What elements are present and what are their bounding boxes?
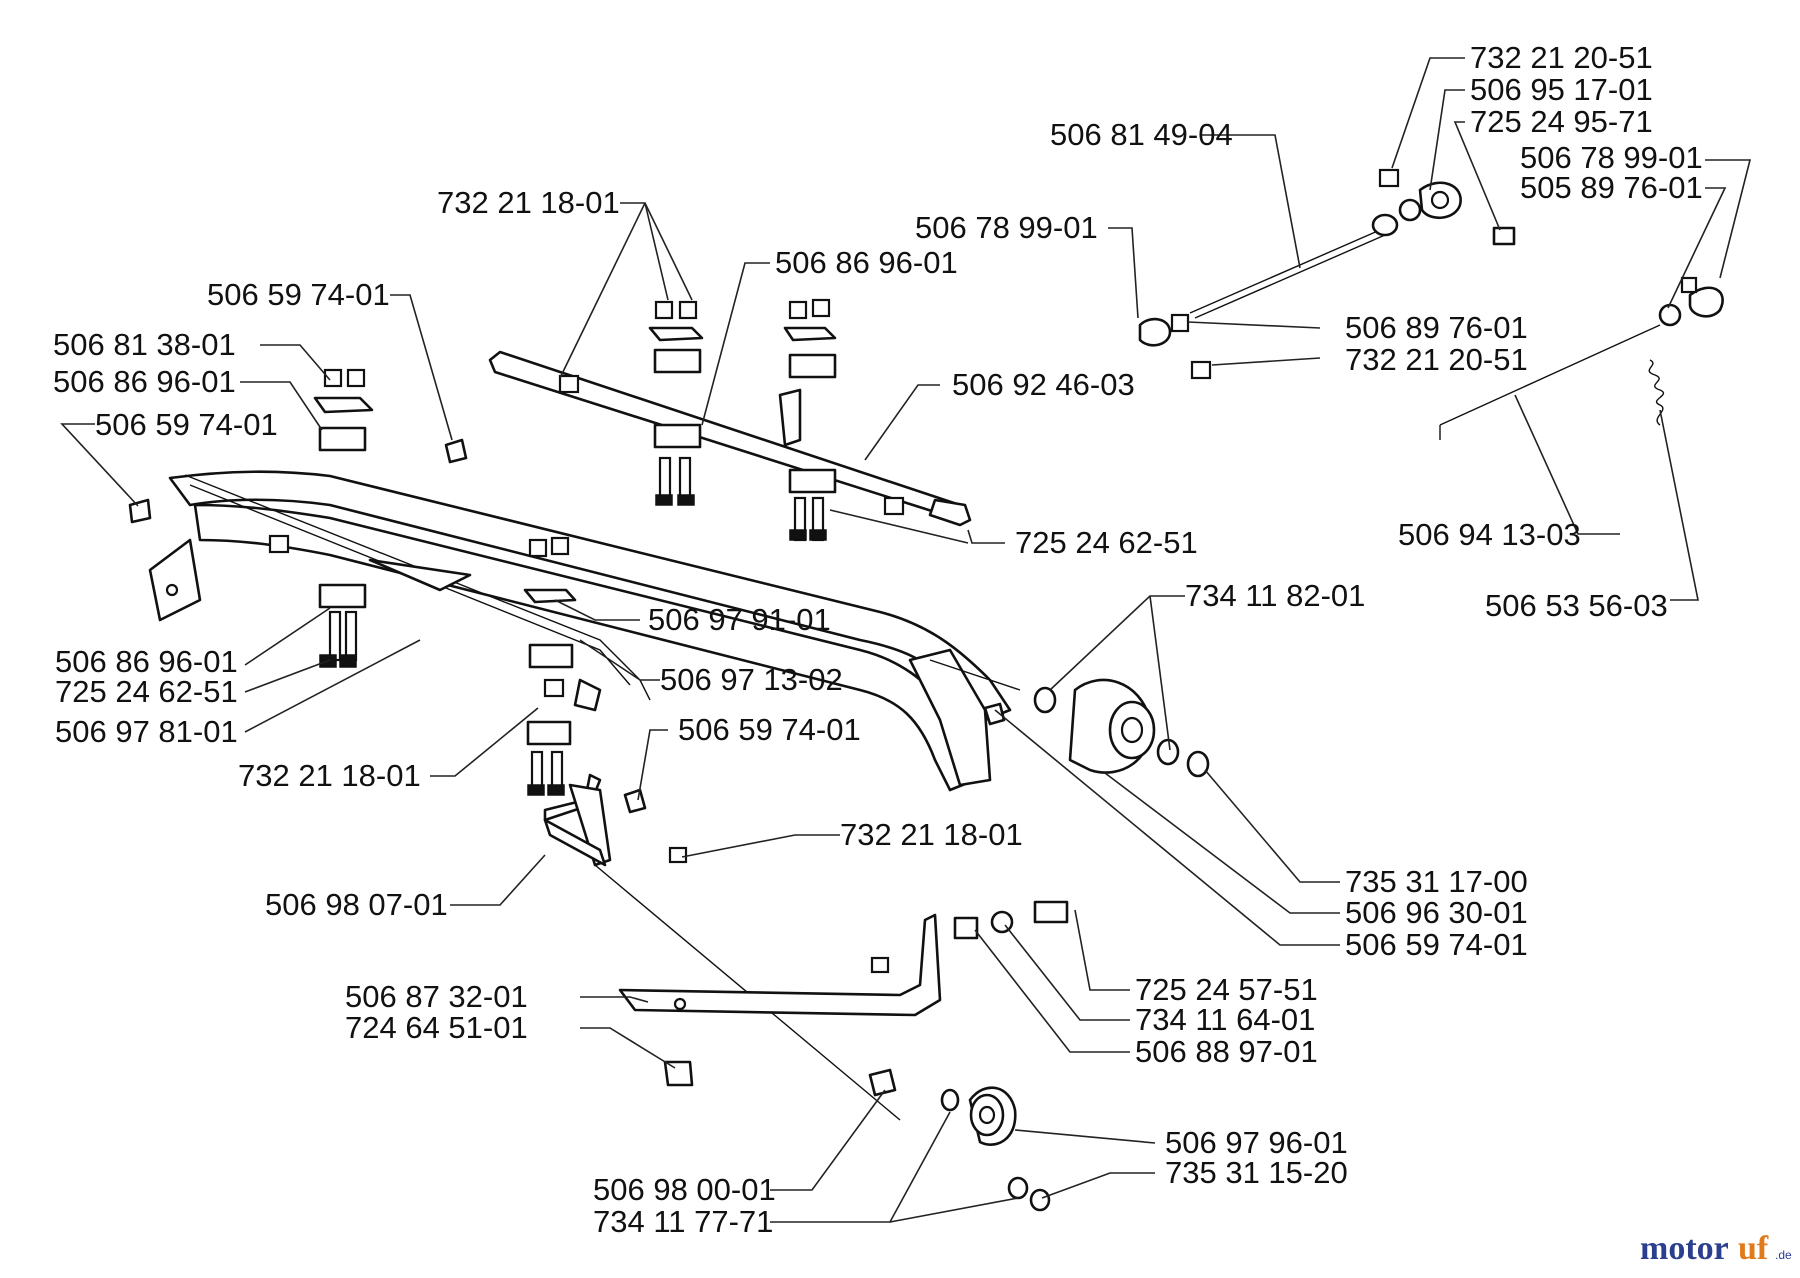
part-label: 506 96 30-01 [1345,895,1528,930]
part-label: 506 97 91-01 [648,602,831,637]
part-label: 506 97 96-01 [1165,1125,1348,1160]
cable-assembly-right [1439,276,1724,440]
fasteners-center-stack [648,300,704,506]
brand-name-a: motor [1640,1230,1729,1267]
part-label: 506 59 74-01 [207,277,390,312]
part-label: 506 98 07-01 [265,887,448,922]
wheel-assembly-bottom [868,1068,1051,1212]
brand-suffix: .de [1775,1248,1792,1262]
brand-name-b: uf [1738,1230,1769,1267]
part-label: 506 53 56-03 [1485,588,1668,623]
brand-logo: motor uf .de [1640,1230,1792,1267]
part-label: 725 24 95-71 [1470,104,1653,139]
part-label: 506 59 74-01 [678,712,861,747]
part-label: 506 59 74-01 [95,407,278,442]
fasteners-right-stack [783,298,837,542]
fasteners-left-stack [313,368,374,668]
part-label: 732 21 20-51 [1470,40,1653,75]
part-labels: 732 21 20-51 506 95 17-01 725 24 95-71 5… [53,40,1703,1239]
part-label: 506 81 38-01 [53,327,236,362]
part-label: 506 97 13-02 [660,662,843,697]
part-label: 734 11 77-71 [593,1204,773,1239]
fasteners-lower-stack [523,536,577,796]
part-label: 725 24 62-51 [1015,525,1198,560]
leader-lines [60,57,1752,1223]
part-label: 735 31 15-20 [1165,1155,1348,1190]
part-label: 725 24 57-51 [1135,972,1318,1007]
part-label: 506 86 96-01 [53,364,236,399]
part-label: 506 87 32-01 [345,979,528,1014]
part-label: 505 89 76-01 [1520,170,1703,205]
part-label: 506 78 99-01 [915,210,1098,245]
bottom-arm [618,900,1069,1087]
cable-assembly-top [1138,168,1516,380]
part-label: 725 24 62-51 [55,674,238,709]
part-label: 734 11 82-01 [1185,578,1365,613]
part-label: 506 78 99-01 [1520,140,1703,175]
main-frame [148,470,1012,792]
lift-rod [184,474,651,712]
part-label: 506 97 81-01 [55,714,238,749]
wheel-assembly-right [929,659,1210,778]
part-label: 506 98 00-01 [593,1172,776,1207]
part-label: 506 89 76-01 [1345,310,1528,345]
part-label: 724 64 51-01 [345,1010,528,1045]
part-label: 506 86 96-01 [55,644,238,679]
part-label: 506 94 13-03 [1398,517,1581,552]
part-label: 506 88 97-01 [1135,1034,1318,1069]
small-bolts [128,374,1006,864]
part-label: 732 21 20-51 [1345,342,1528,377]
part-label: 735 31 17-00 [1345,864,1528,899]
part-label: 506 81 49-04 [1050,117,1233,152]
part-label: 734 11 64-01 [1135,1002,1315,1037]
part-label: 506 95 17-01 [1470,72,1653,107]
part-label: 506 59 74-01 [1345,927,1528,962]
part-label: 732 21 18-01 [238,758,421,793]
part-label: 732 21 18-01 [437,185,620,220]
part-label: 732 21 18-01 [840,817,1023,852]
part-label: 506 86 96-01 [775,245,958,280]
part-label: 506 92 46-03 [952,367,1135,402]
